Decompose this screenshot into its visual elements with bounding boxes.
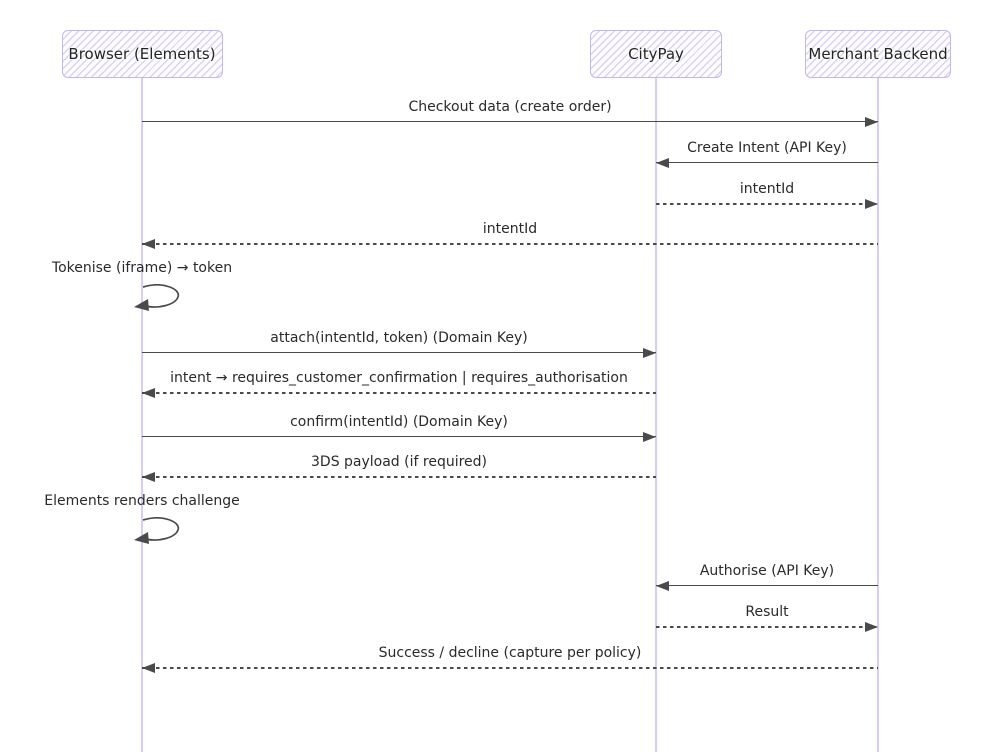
arrowhead-icon bbox=[643, 347, 656, 358]
message-label: intentId bbox=[482, 221, 538, 237]
message-line bbox=[142, 392, 656, 394]
lifeline-citypay bbox=[655, 78, 657, 752]
arrowhead-icon bbox=[142, 238, 155, 249]
self-loop-arrow bbox=[129, 284, 183, 312]
arrowhead-icon bbox=[656, 157, 669, 168]
participant-citypay-box: CityPay bbox=[590, 30, 722, 78]
message-line bbox=[142, 121, 878, 122]
arrowhead-icon bbox=[142, 387, 155, 398]
message-label: Create Intent (API Key) bbox=[687, 140, 847, 156]
message-label: Result bbox=[745, 604, 789, 620]
arrowhead-icon bbox=[142, 471, 155, 482]
message-line bbox=[142, 436, 656, 437]
self-loop-arrow bbox=[129, 517, 183, 545]
message-line bbox=[656, 162, 878, 163]
message-label: Tokenise (iframe) → token bbox=[51, 260, 233, 276]
lifeline-merchant bbox=[877, 78, 879, 752]
message-label: intentId bbox=[739, 181, 795, 197]
message-label: Checkout data (create order) bbox=[408, 99, 612, 115]
arrowhead-icon bbox=[643, 431, 656, 442]
participant-citypay-label: CityPay bbox=[628, 45, 684, 63]
message-label: intent → requires_customer_confirmation … bbox=[170, 370, 628, 386]
participant-merchant-box: Merchant Backend bbox=[805, 30, 951, 78]
arrowhead-icon bbox=[142, 662, 155, 673]
arrowhead-icon bbox=[656, 580, 669, 591]
arrowhead-icon bbox=[865, 198, 878, 209]
message-line bbox=[656, 203, 878, 205]
arrowhead-icon bbox=[865, 116, 878, 127]
participant-merchant-label: Merchant Backend bbox=[808, 45, 948, 63]
lifeline-browser bbox=[141, 78, 143, 752]
message-label: Success / decline (capture per policy) bbox=[378, 645, 642, 661]
message-line bbox=[142, 352, 656, 353]
message-label: attach(intentId, token) (Domain Key) bbox=[270, 330, 528, 346]
message-line bbox=[656, 626, 878, 628]
participant-browser-label: Browser (Elements) bbox=[68, 45, 216, 63]
participant-browser-box: Browser (Elements) bbox=[61, 30, 223, 78]
message-line bbox=[656, 585, 878, 586]
message-label: Authorise (API Key) bbox=[699, 563, 835, 579]
message-label: confirm(intentId) (Domain Key) bbox=[290, 414, 508, 430]
message-line bbox=[142, 243, 878, 245]
message-label: Elements renders challenge bbox=[44, 493, 240, 509]
arrowhead-icon bbox=[865, 621, 878, 632]
message-line bbox=[142, 667, 878, 669]
message-line bbox=[142, 476, 656, 478]
message-label: 3DS payload (if required) bbox=[311, 454, 487, 470]
